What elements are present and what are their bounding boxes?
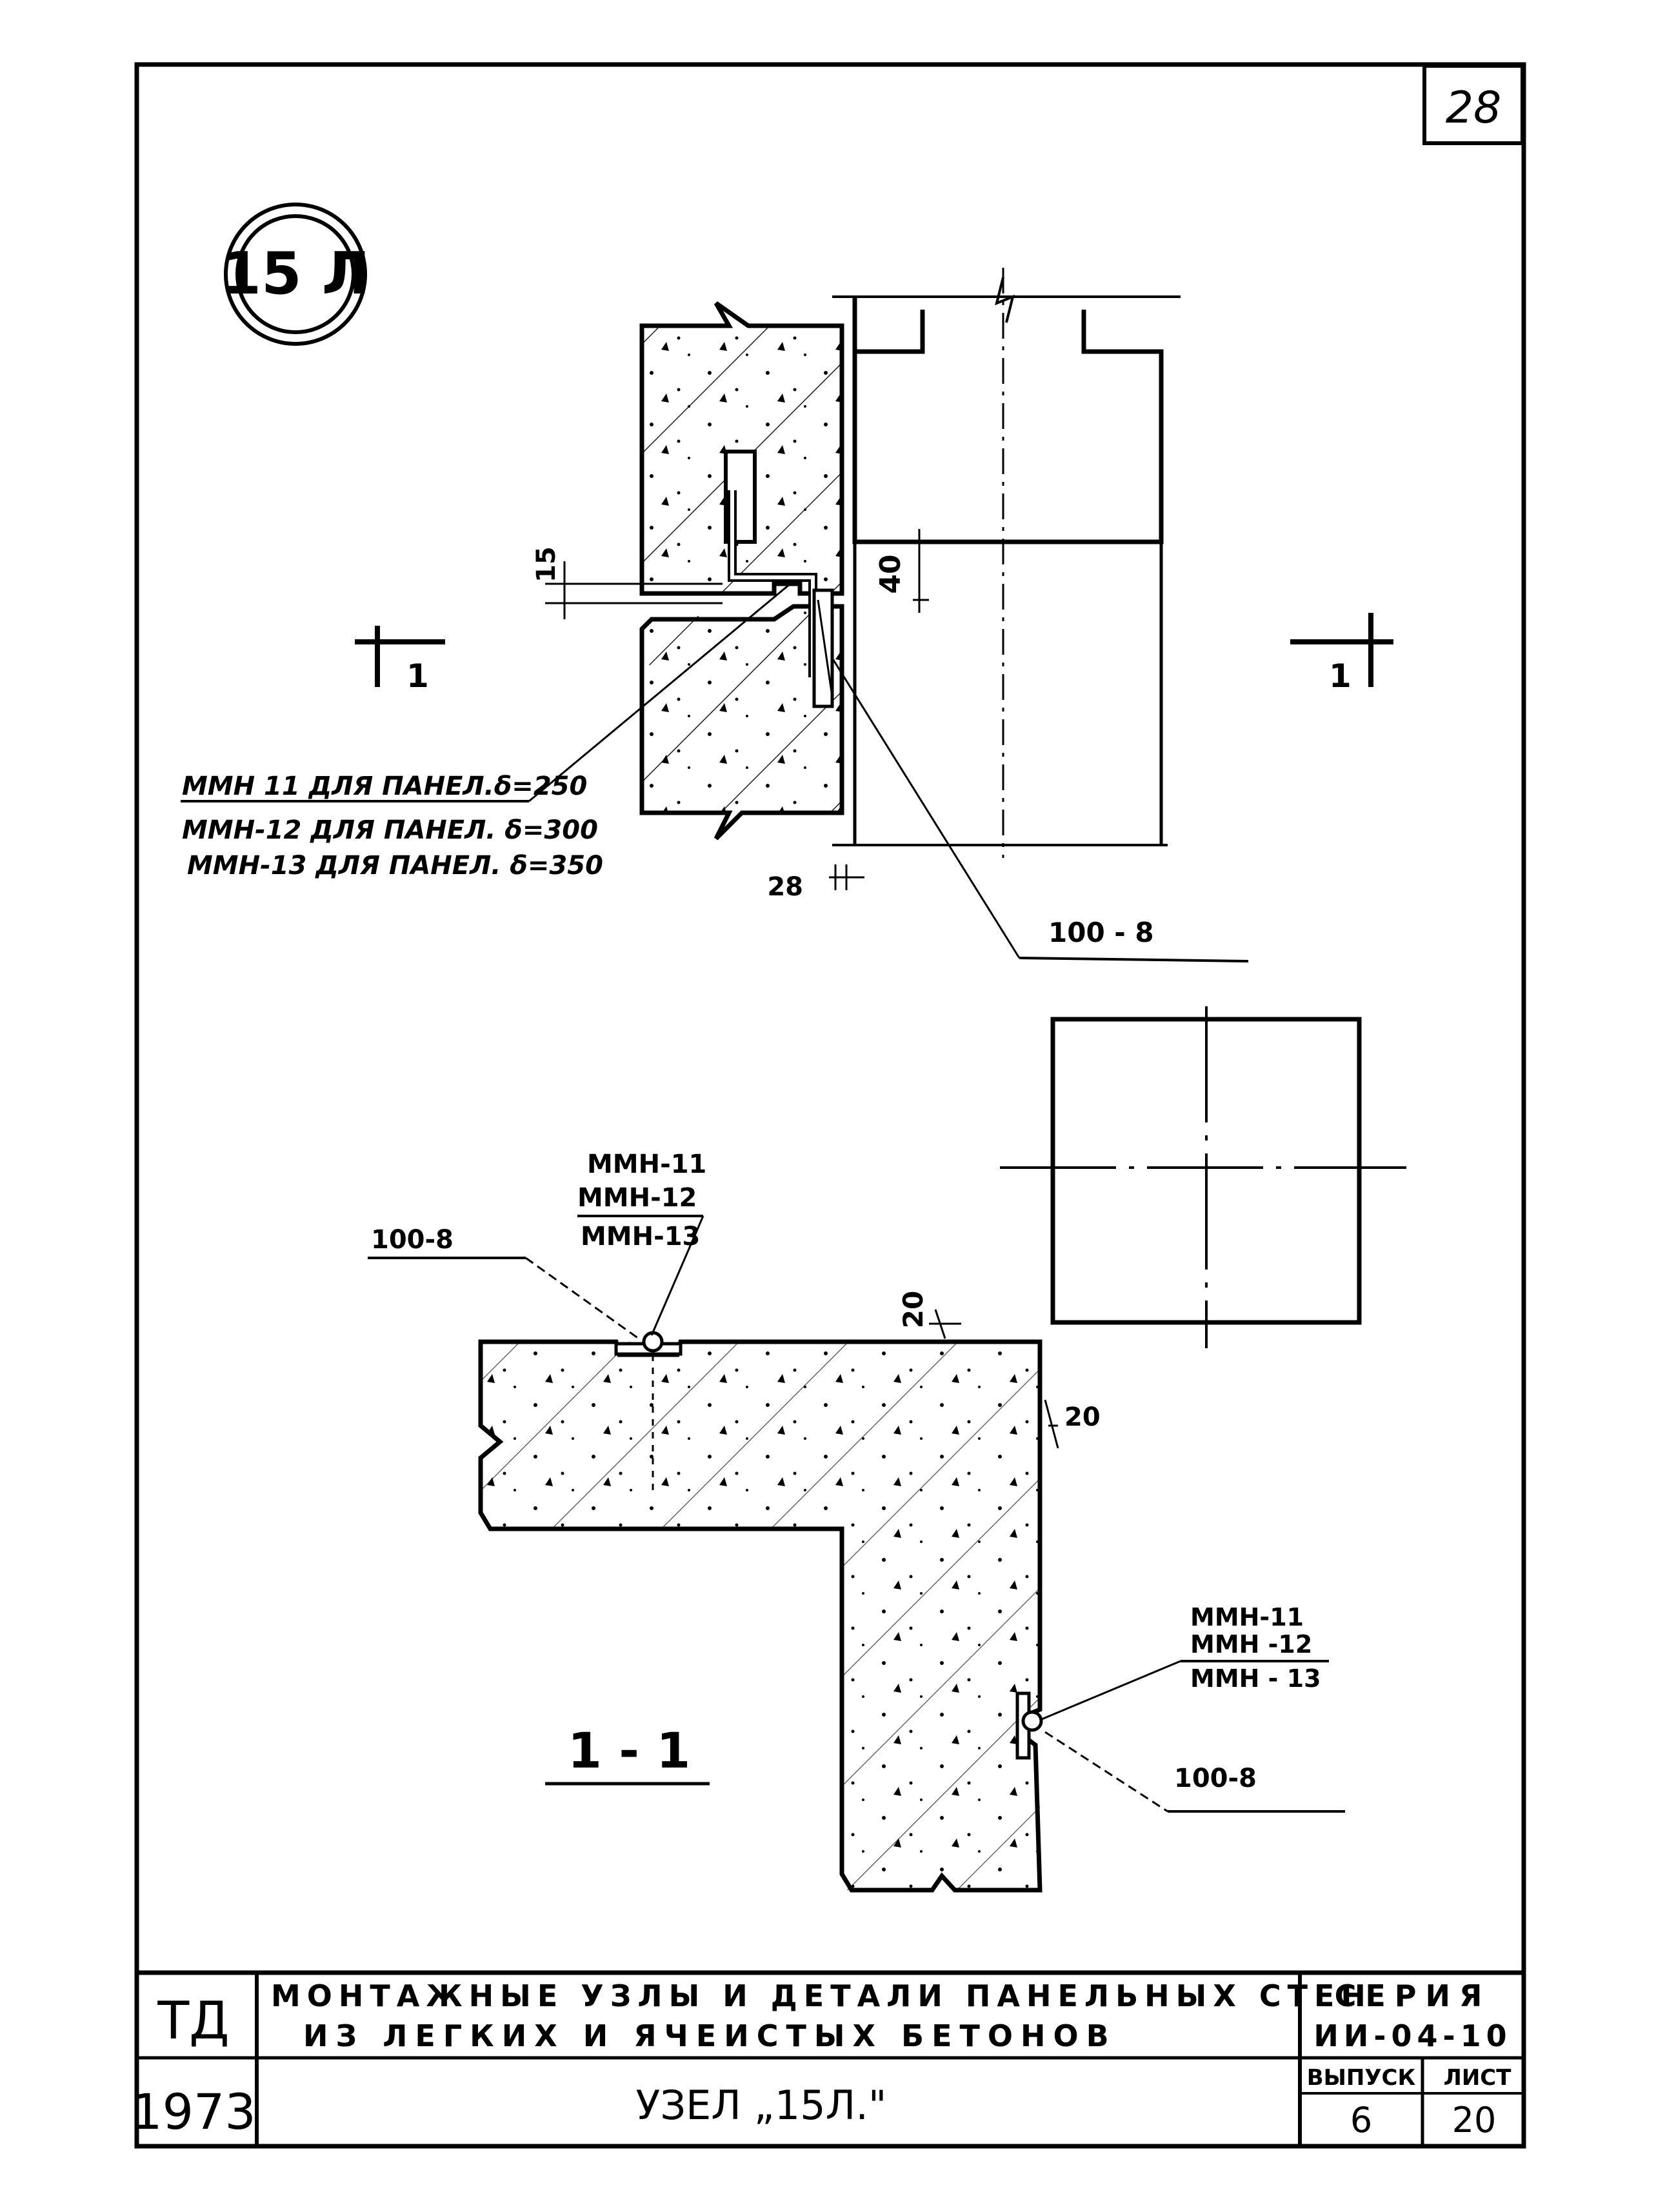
corner-panel-hatch [481,1342,1040,1890]
sheet-frame [134,62,1526,2149]
sheet-number-box [1422,64,1524,145]
dim-joint: 15 [532,546,561,583]
dim-bottom: 28 [767,872,803,902]
issue-label: ВЫПУСК [1307,2065,1416,2091]
callout-top-anchor-1: ММН-11 [587,1150,706,1179]
callout-top-anchor-3: ММН-13 [581,1222,700,1251]
section-view: 20 20 ММН-11 ММН-12 ММН-13 100-8 ММН-11 … [368,1150,1345,1893]
callout-anchor-1: ММН 11 ДЛЯ ПАНЕЛ.δ=250 [182,772,587,801]
title-block-year: 1973 [131,2083,255,2140]
dim-top-20: 20 [897,1291,929,1328]
section-mark-right: 1 [1290,613,1393,695]
issue-value: 6 [1350,2100,1372,2140]
series-label: СЕРИЯ [1335,1978,1491,2013]
top-view: 15 40 28 1 1 ММН 11 ДЛЯ ПАНЕЛ.δ=250 ММН-… [181,268,1393,962]
sheet-number: 28 [1446,83,1502,134]
callout-side-plate: 100-8 [1174,1764,1257,1793]
callout-anchor-3: ММН-13 ДЛЯ ПАНЕЛ. δ=350 [187,851,603,881]
node-name: УЗЕЛ „15Л." [636,2082,887,2129]
dim-offset: 40 [874,554,907,593]
plate-view [1000,1006,1406,1348]
svg-text:1: 1 [1329,657,1352,695]
callout-anchor-2: ММН-12 ДЛЯ ПАНЕЛ. δ=300 [182,815,598,845]
node-badge: 15 Л [221,203,370,346]
svg-text:1: 1 [406,657,429,695]
title-line-1: МОНТАЖНЫЕ УЗЛЫ И ДЕТАЛИ ПАНЕЛЬНЫХ СТЕН [271,1978,1372,2013]
callout-side-anchor-3: ММН - 13 [1190,1664,1321,1693]
callout-top-anchor-2: ММН-12 [577,1183,697,1213]
callout-side-anchor-2: ММН -12 [1190,1630,1312,1659]
title-line-2: ИЗ ЛЕГКИХ И ЯЧЕИСТЫХ БЕТОНОВ [303,2018,1117,2053]
lower-panel-hatch [642,606,842,813]
title-block: ТД 1973 МОНТАЖНЫЕ УЗЛЫ И ДЕТАЛИ ПАНЕЛЬНЫ… [131,1970,1524,2146]
title-block-org: ТД [157,1991,229,2051]
callout-top-plate: 100-8 [371,1225,454,1255]
callout-side-anchor-1: ММН-11 [1190,1603,1304,1631]
sheet-label: ЛИСТ [1444,2065,1512,2091]
steel-plate [812,588,834,708]
node-badge-label: 15 Л [221,240,370,308]
callout-plate-top: 100 - 8 [1048,917,1154,948]
dim-side-20: 20 [1064,1402,1101,1432]
sheet-value: 20 [1452,2100,1497,2140]
section-mark-left: 1 [355,626,445,695]
section-title: 1 - 1 [568,1722,690,1779]
series-value: ИИ-04-10 [1313,2018,1511,2053]
